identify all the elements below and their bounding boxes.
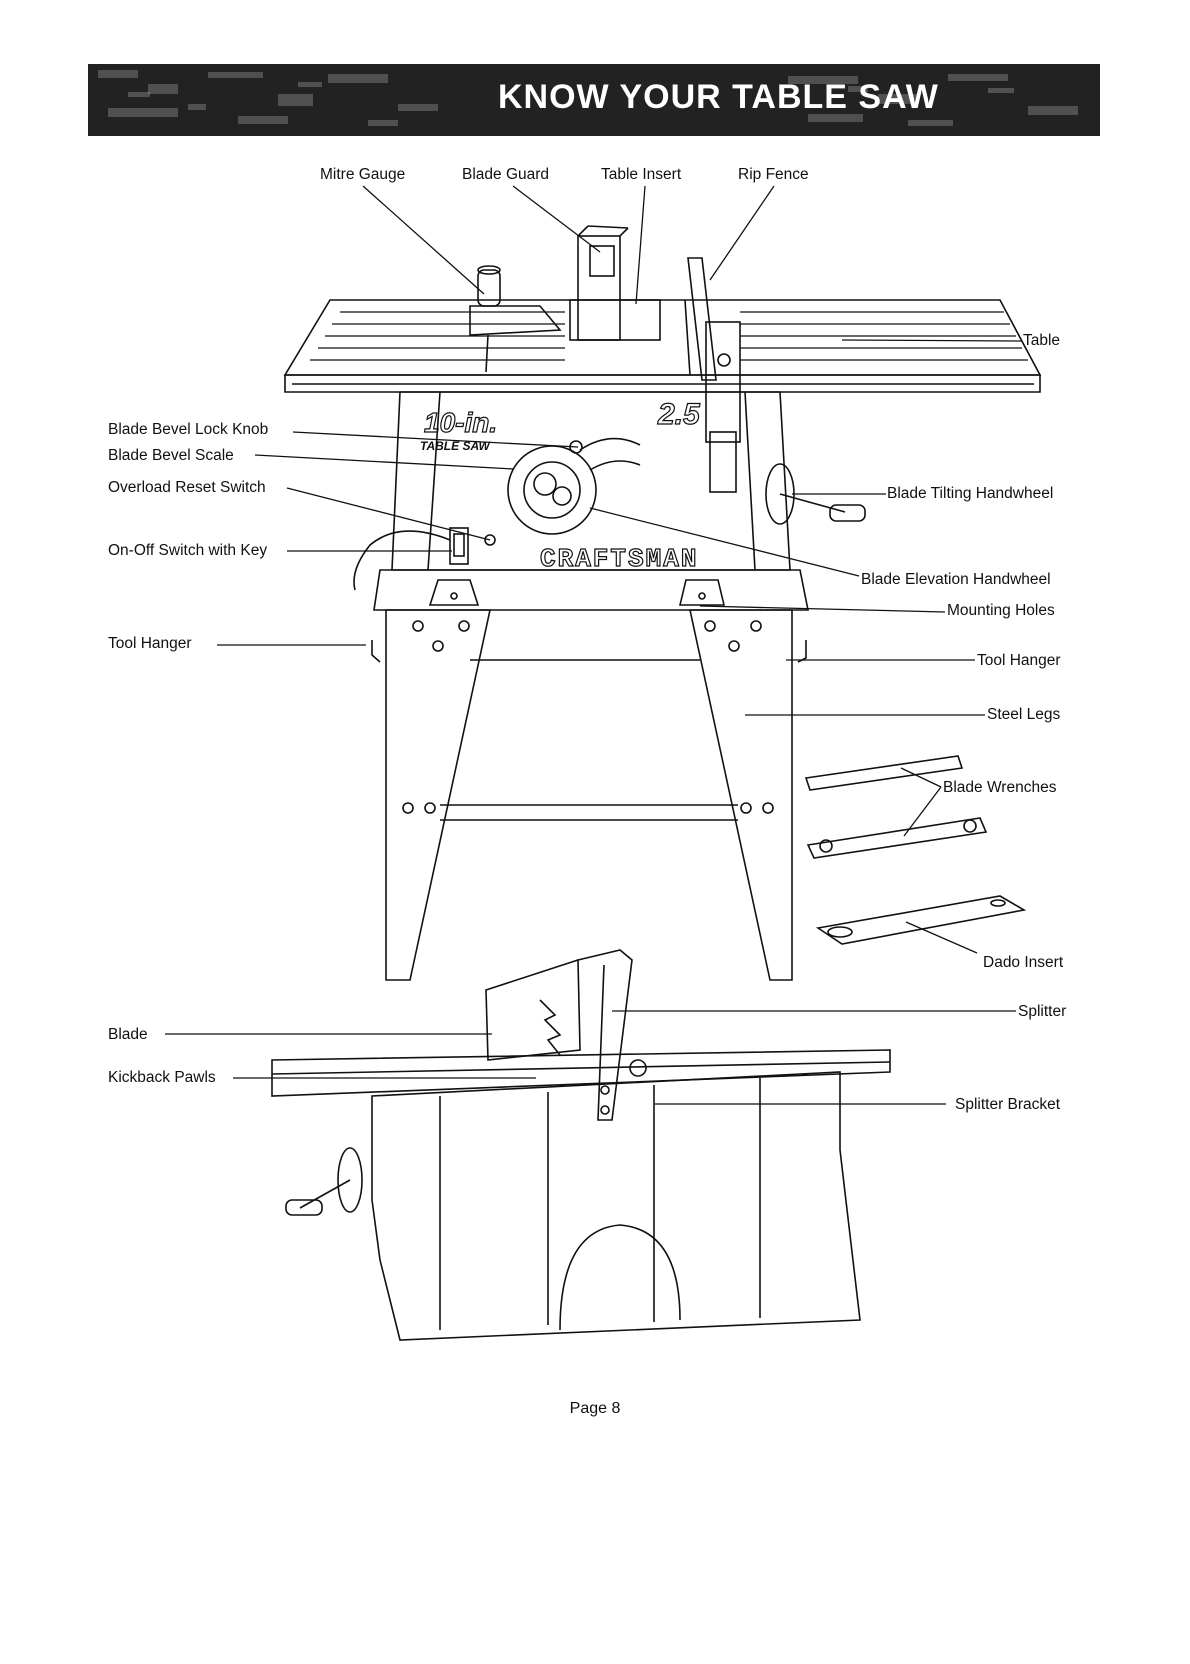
rip-fence — [687, 257, 741, 493]
label-splitter: Splitter — [1018, 1003, 1067, 1020]
label-blade-bevel-scale: Blade Bevel Scale — [108, 447, 234, 464]
label-blade: Blade — [108, 1026, 148, 1043]
label-tool-hanger-right: Tool Hanger — [977, 652, 1061, 669]
mitre-gauge — [469, 265, 562, 373]
label-table: Table — [1023, 332, 1061, 349]
label-blade-elevation-handwheel: Blade Elevation Handwheel — [861, 571, 1051, 588]
brand-size: 10-in. — [424, 407, 497, 438]
mounting-feet — [428, 579, 726, 606]
label-mitre-gauge: Mitre Gauge — [320, 166, 406, 183]
brand-model: TABLE SAW — [420, 439, 491, 453]
page-title: KNOW YOUR TABLE SAW — [498, 78, 939, 116]
saw-table — [283, 299, 1042, 393]
label-overload-reset-switch: Overload Reset Switch — [108, 479, 266, 496]
on-off-switch — [353, 527, 469, 591]
label-table-insert: Table Insert — [601, 166, 682, 183]
label-rip-fence: Rip Fence — [738, 166, 809, 183]
label-on-off-switch: On-Off Switch with Key — [108, 542, 268, 559]
label-dado-insert: Dado Insert — [983, 954, 1064, 971]
label-kickback-pawls: Kickback Pawls — [108, 1069, 216, 1086]
overload-reset-button — [484, 534, 496, 546]
lower-saw-view — [271, 949, 891, 1341]
banner-texture — [88, 64, 1100, 136]
blade-guard — [569, 225, 661, 341]
label-blade-wrenches: Blade Wrenches — [943, 779, 1057, 796]
label-tool-hanger-left: Tool Hanger — [108, 635, 192, 652]
tool-hanger-right-part — [797, 640, 807, 663]
label-splitter-bracket: Splitter Bracket — [955, 1096, 1061, 1113]
brand-hp: 2.5 — [657, 398, 701, 431]
blade-wrenches-part — [804, 755, 988, 859]
saw-cabinet — [373, 391, 809, 611]
label-steel-legs: Steel Legs — [987, 706, 1061, 723]
tool-hanger-left-part — [371, 640, 381, 663]
dado-insert-part — [815, 895, 1027, 945]
leader-lines — [165, 185, 1023, 1105]
header-banner: KNOW YOUR TABLE SAW — [88, 64, 1100, 136]
brand-name: CRAFTSMAN — [540, 544, 698, 574]
label-mounting-holes: Mounting Holes — [947, 602, 1055, 619]
page-number: Page 8 — [569, 1400, 621, 1417]
label-blade-bevel-lock-knob: Blade Bevel Lock Knob — [108, 421, 269, 438]
label-blade-tilting-handwheel: Blade Tilting Handwheel — [887, 485, 1054, 502]
steel-legs — [385, 609, 793, 981]
label-blade-guard: Blade Guard — [462, 166, 550, 183]
